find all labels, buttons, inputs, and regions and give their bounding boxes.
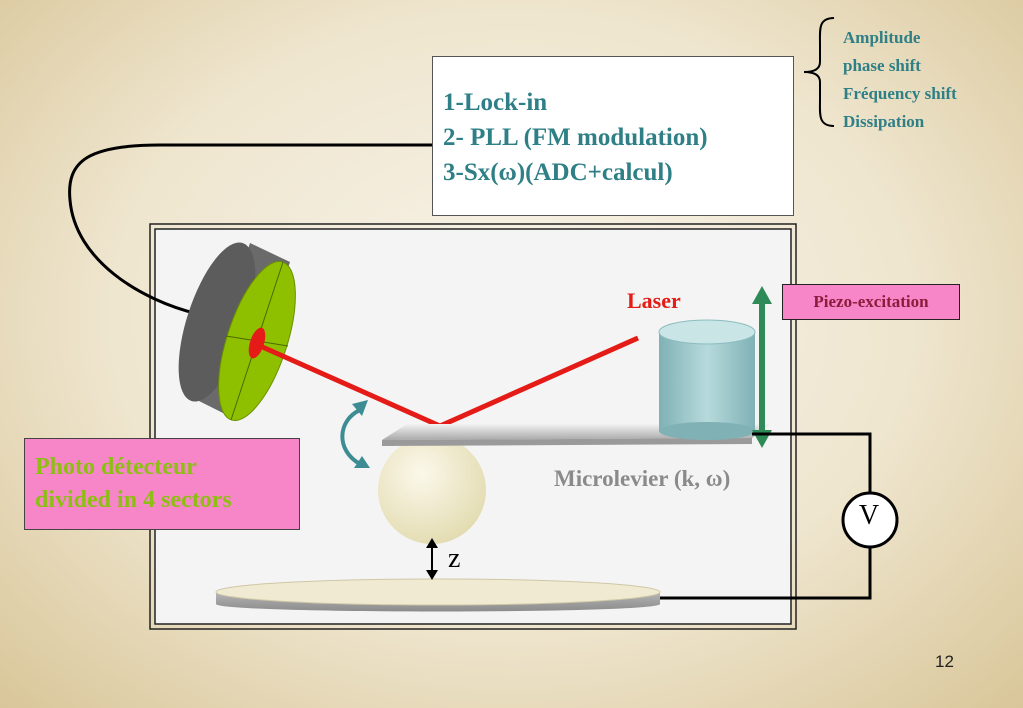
output-amplitude: Amplitude bbox=[843, 28, 921, 47]
page-number: 12 bbox=[935, 652, 954, 671]
photodetector bbox=[178, 242, 296, 421]
method-pll: 2- PLL (FM modulation) bbox=[443, 124, 708, 151]
photodetector-label: Photo détecteur divided in 4 sectors bbox=[24, 438, 300, 530]
piezo-excitation-label: Piezo-excitation bbox=[782, 284, 960, 320]
sample-plate bbox=[215, 578, 661, 612]
voltmeter-label: V bbox=[858, 500, 880, 531]
detector-cable bbox=[68, 143, 432, 316]
output-phase-shift: phase shift bbox=[843, 56, 921, 75]
outputs-list: Amplitude phase shift Fréquency shift Di… bbox=[843, 24, 957, 136]
output-frequency-shift: Fréquency shift bbox=[843, 84, 957, 103]
voltmeter-circuit bbox=[660, 432, 899, 600]
sample-sphere bbox=[378, 436, 486, 544]
microlever-label: Microlevier (k, ω) bbox=[554, 466, 731, 491]
setup-frame-outer bbox=[149, 223, 797, 630]
rotation-arrow bbox=[340, 400, 370, 468]
voltmeter bbox=[841, 491, 899, 549]
method-lock-in: 1-Lock-in bbox=[443, 89, 548, 116]
photodetector-label-line2: divided in 4 sectors bbox=[35, 487, 232, 513]
z-label: z bbox=[448, 543, 461, 574]
z-distance-arrow bbox=[426, 538, 438, 580]
output-dissipation: Dissipation bbox=[843, 112, 925, 131]
method-sx: 3-Sx(ω)(ADC+calcul) bbox=[443, 159, 673, 186]
method-box: 1-Lock-in 2- PLL (FM modulation) 3-Sx(ω)… bbox=[432, 56, 794, 216]
laser-label: Laser bbox=[627, 288, 681, 313]
photodetector-label-line1: Photo détecteur bbox=[35, 454, 197, 480]
output-brace bbox=[803, 17, 835, 127]
piezo-cylinder bbox=[658, 319, 756, 440]
